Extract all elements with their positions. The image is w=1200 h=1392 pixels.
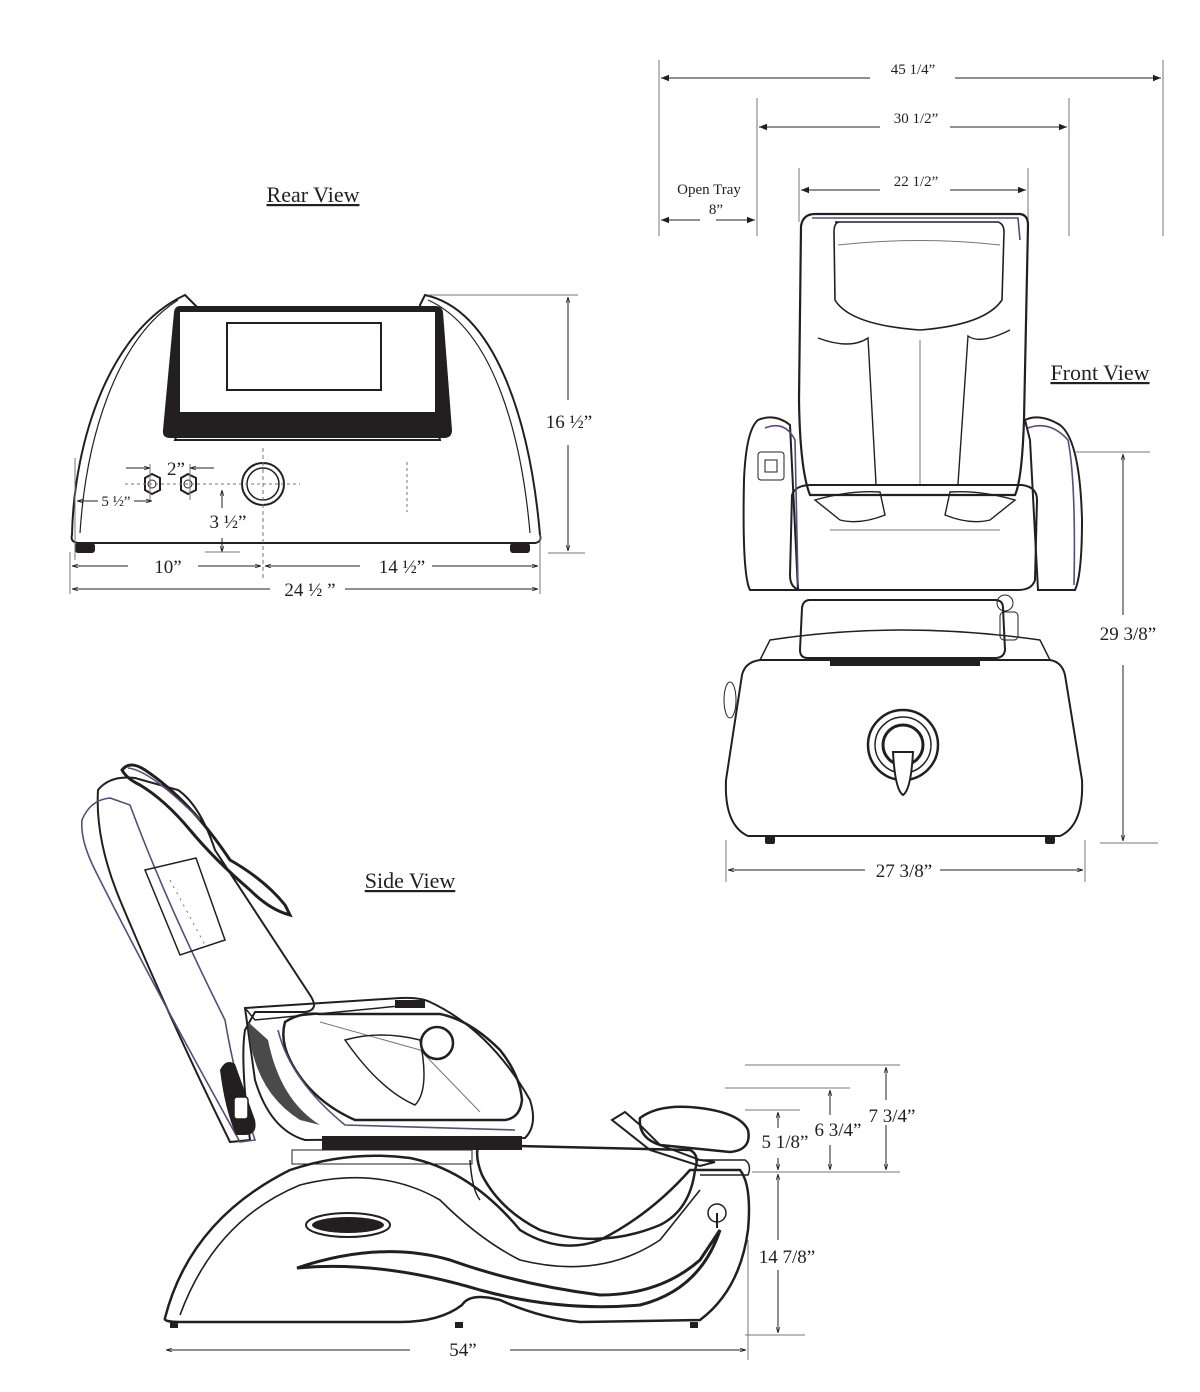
front-dim-tray-value: 8” [709, 202, 723, 218]
front-dim-arms: 30 1/2” [894, 111, 939, 127]
side-dim-length: 54” [449, 1340, 476, 1361]
rear-dim-spacing: 2” [167, 459, 185, 480]
front-dim-seat: 22 1/2” [894, 174, 939, 190]
rear-dim-right-width: 14 ½” [379, 557, 425, 578]
rear-view: Rear View 2” 5 ½” [69, 182, 592, 601]
front-dim-overall: 45 1/4” [891, 62, 936, 78]
rear-dim-left-offset: 5 ½” [101, 494, 130, 510]
side-view: Side View [80, 763, 916, 1361]
front-dim-tray-label: Open Tray [677, 182, 741, 198]
rear-dim-total-width: 24 ½ ” [284, 580, 335, 601]
rear-dim-vertical-offset: 3 ½” [210, 512, 247, 533]
brand-logo: CLéO [328, 1219, 367, 1233]
side-view-title: Side View [365, 868, 456, 893]
front-dim-base-width: 27 3/8” [876, 861, 932, 882]
side-dim-c: 7 3/4” [869, 1106, 916, 1127]
side-dim-base-height: 14 7/8” [759, 1247, 815, 1268]
side-dim-b: 6 3/4” [815, 1120, 862, 1141]
front-view: Front View 45 1/4” 30 1/2” 22 1/2” Open … [658, 60, 1164, 882]
front-view-title: Front View [1050, 360, 1149, 385]
rear-dim-height: 16 ½” [546, 412, 592, 433]
rear-dim-left-width: 10” [154, 557, 181, 578]
side-dim-a: 5 1/8” [762, 1132, 809, 1153]
rear-view-title: Rear View [267, 182, 360, 207]
front-dim-height: 29 3/8” [1100, 624, 1156, 645]
